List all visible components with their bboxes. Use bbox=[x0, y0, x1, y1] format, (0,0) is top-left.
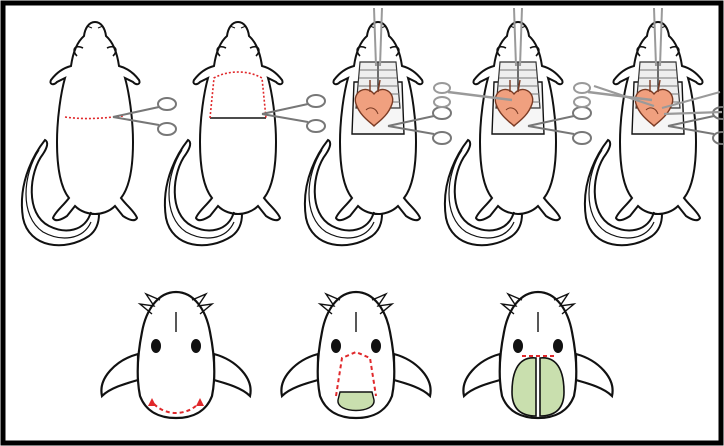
brain-icon bbox=[338, 392, 374, 411]
bottom-row-panels bbox=[101, 292, 612, 418]
